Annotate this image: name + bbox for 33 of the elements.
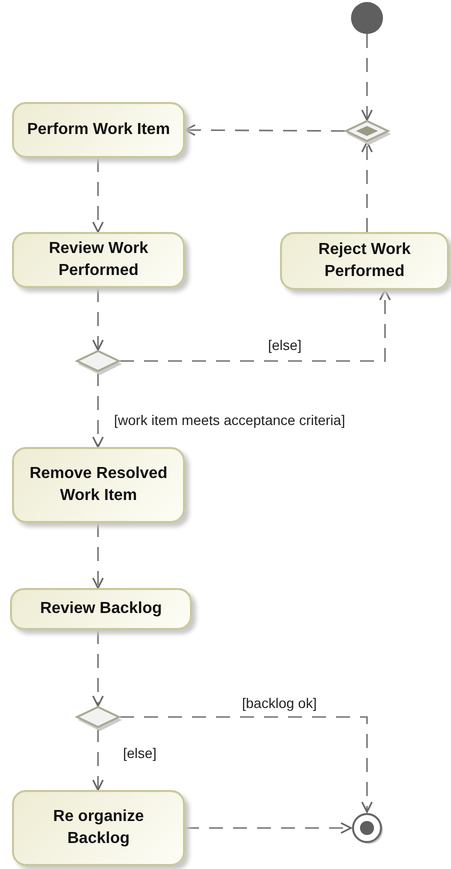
edge-label: [backlog ok] xyxy=(240,695,319,711)
final-node xyxy=(351,812,383,844)
arrow xyxy=(184,124,345,136)
action-label: Perform Work Item xyxy=(26,120,171,140)
action-label: Review Backlog xyxy=(39,599,163,620)
arrow xyxy=(120,289,391,362)
arrow xyxy=(92,288,104,351)
edge-label: [else] xyxy=(266,337,304,353)
action-box xyxy=(12,102,185,158)
action-box xyxy=(10,588,192,630)
arrow xyxy=(361,34,373,121)
action-box xyxy=(280,232,449,290)
action-label: Remove Resolved Work Item xyxy=(28,464,168,506)
action-box xyxy=(12,232,185,288)
arrow xyxy=(92,158,104,233)
decision-diamond xyxy=(76,706,120,728)
action-label: Re organize Backlog xyxy=(52,807,145,849)
action-label: Review Work Performed xyxy=(48,239,150,281)
arrow xyxy=(92,372,104,448)
edge-label: [else] xyxy=(121,745,158,761)
decision-diamond xyxy=(76,350,120,372)
arrow xyxy=(92,523,104,589)
action-label: Reject Work Performed xyxy=(317,240,412,282)
arrow xyxy=(185,822,352,834)
arrow xyxy=(92,728,104,791)
arrow xyxy=(120,716,373,813)
decision-diamond xyxy=(345,120,389,142)
edge-label: [work item meets acceptance criteria] xyxy=(112,412,348,428)
action-box xyxy=(12,447,185,523)
action-box xyxy=(12,790,185,866)
initial-node xyxy=(351,2,383,34)
arrow xyxy=(92,630,104,707)
arrow xyxy=(361,141,373,232)
